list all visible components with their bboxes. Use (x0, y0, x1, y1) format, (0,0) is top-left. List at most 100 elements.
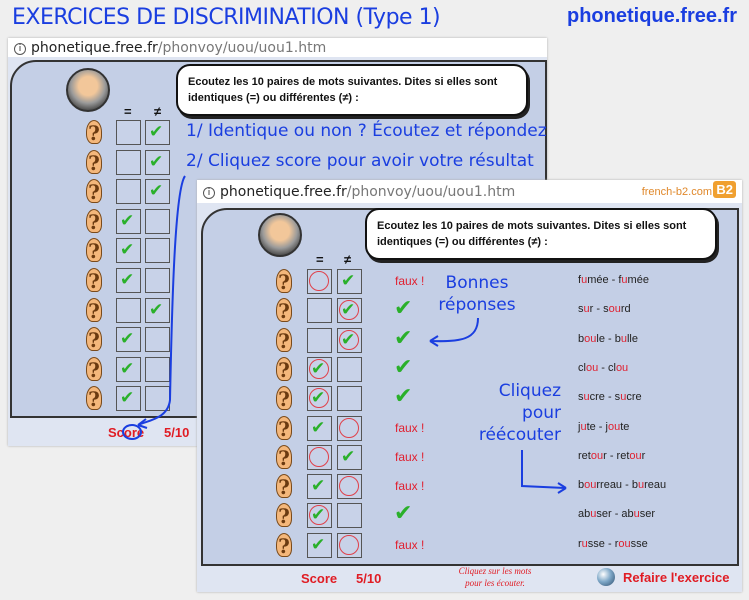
equal-checkbox[interactable] (307, 327, 332, 353)
equal-checkbox[interactable] (116, 149, 141, 175)
listen-ear-icon[interactable]: ? (276, 503, 292, 528)
score-button[interactable]: Score (108, 425, 145, 440)
equal-checkbox[interactable]: ✔ (116, 238, 141, 264)
listen-ear-icon[interactable]: ? (86, 208, 102, 234)
logo-text: french-b2.com (641, 186, 712, 198)
annotation-text: Cliquez pour réécouter (478, 381, 561, 445)
diff-checkbox[interactable]: ✔ (337, 327, 362, 353)
diff-checkbox[interactable] (337, 386, 362, 412)
equal-checkbox[interactable] (116, 120, 141, 145)
check-icon: ✔ (341, 271, 356, 291)
word-pair-link[interactable]: jute - joute (578, 421, 629, 433)
listen-ear-icon[interactable]: ? (276, 415, 292, 441)
word-pair-link[interactable]: sucre - sucre (578, 391, 642, 403)
diff-checkbox[interactable] (337, 503, 362, 529)
diff-checkbox[interactable] (337, 532, 362, 558)
listen-ear-icon[interactable]: ? (276, 474, 292, 499)
listen-ear-icon[interactable]: ? (276, 298, 292, 323)
diff-checkbox[interactable] (145, 238, 170, 264)
word-text: mée - f (587, 274, 622, 286)
equal-checkbox[interactable]: ✔ (116, 356, 141, 382)
diff-checkbox[interactable]: ✔ (337, 269, 362, 294)
diff-checkbox[interactable]: ✔ (145, 297, 170, 323)
diff-checkbox[interactable] (145, 356, 170, 382)
equal-checkbox[interactable]: ✔ (116, 327, 141, 353)
word-text: sse - r (587, 537, 619, 550)
diff-checkbox[interactable] (337, 415, 362, 441)
diff-checkbox[interactable]: ✔ (337, 298, 362, 324)
listen-ear-icon[interactable]: ? (276, 532, 292, 558)
listen-ear-icon[interactable]: ? (276, 356, 292, 382)
equal-checkbox[interactable]: ✔ (307, 386, 332, 412)
word-pair-link[interactable]: bourreau - bureau (578, 479, 666, 491)
word-pair-link[interactable]: sur - sourd (578, 303, 631, 315)
listen-ear-icon[interactable]: ? (276, 444, 292, 470)
equal-checkbox[interactable] (307, 269, 332, 294)
col-diff: ≠ (154, 104, 162, 119)
word-pair-link[interactable]: clou - clou (578, 362, 628, 374)
diff-checkbox[interactable] (337, 356, 362, 382)
word-pair-link[interactable]: boule - bulle (578, 333, 638, 345)
check-icon: ✔ (311, 388, 326, 409)
diff-checkbox[interactable] (145, 268, 170, 293)
col-diff: ≠ (344, 252, 352, 267)
equal-checkbox[interactable] (116, 297, 141, 323)
highlighted-sound: ou (590, 449, 604, 462)
red-circle-mark (309, 505, 329, 526)
diff-checkbox[interactable]: ✔ (145, 179, 170, 205)
word-text: r (578, 537, 582, 550)
diff-checkbox[interactable] (145, 208, 170, 234)
equal-checkbox[interactable]: ✔ (116, 386, 141, 412)
score-button[interactable]: Score (301, 571, 338, 586)
listen-ear-icon[interactable]: ? (86, 356, 102, 382)
listen-ear-icon[interactable]: ? (276, 327, 292, 353)
equal-checkbox[interactable] (307, 298, 332, 324)
equal-checkbox[interactable]: ✔ (307, 356, 332, 382)
highlighted-sound: ou (584, 332, 597, 345)
wrong-label: faux ! (395, 420, 425, 435)
red-circle-mark (339, 329, 359, 350)
diff-checkbox[interactable]: ✔ (337, 444, 362, 470)
word-pair-link[interactable]: retour - retour (578, 450, 645, 462)
word-text: mée (627, 274, 649, 286)
diff-checkbox[interactable] (145, 327, 170, 353)
equal-checkbox[interactable]: ✔ (116, 268, 141, 293)
check-icon: ✔ (149, 299, 164, 320)
score-value: 5/10 (356, 571, 382, 586)
word-text: te - j (586, 420, 608, 433)
highlighted-sound: u (637, 479, 645, 492)
equal-checkbox[interactable] (307, 444, 332, 470)
equal-checkbox[interactable]: ✔ (307, 503, 332, 529)
equal-checkbox[interactable]: ✔ (116, 208, 141, 234)
word-pair-link[interactable]: russe - rousse (578, 538, 648, 550)
word-pair-link[interactable]: abuser - abuser (578, 508, 655, 520)
listen-ear-icon[interactable]: ? (86, 327, 102, 352)
listen-ear-icon[interactable]: ? (86, 238, 102, 263)
listen-ear-icon[interactable]: ? (86, 179, 102, 204)
equal-checkbox[interactable]: ✔ (307, 474, 332, 500)
listen-ear-icon[interactable]: ? (86, 268, 102, 293)
equal-checkbox[interactable] (116, 179, 141, 205)
listen-ear-icon[interactable]: ? (276, 269, 292, 294)
equal-checkbox[interactable]: ✔ (307, 532, 332, 558)
listen-ear-icon[interactable]: ? (276, 386, 292, 411)
equal-checkbox[interactable]: ✔ (307, 415, 332, 441)
listen-ear-icon[interactable]: ? (86, 149, 102, 175)
sphere-icon (597, 568, 615, 586)
url-path: /phonvoy/uou/uou1.htm (157, 40, 327, 56)
hint-line: Cliquez sur les mots (458, 566, 532, 576)
diff-checkbox[interactable] (337, 474, 362, 500)
word-pair-link[interactable]: fumée - fumée (578, 274, 649, 286)
red-circle-mark (339, 300, 359, 321)
highlighted-sound: u (590, 508, 597, 521)
diff-checkbox[interactable]: ✔ (145, 120, 170, 145)
listen-ear-icon[interactable]: ? (86, 120, 102, 145)
diff-checkbox[interactable] (145, 386, 170, 412)
highlighted-sound: ou (618, 537, 631, 550)
listen-ear-icon[interactable]: ? (86, 297, 102, 323)
listen-ear-icon[interactable]: ? (86, 386, 102, 411)
diff-checkbox[interactable]: ✔ (145, 149, 170, 175)
check-icon: ✔ (311, 358, 326, 379)
